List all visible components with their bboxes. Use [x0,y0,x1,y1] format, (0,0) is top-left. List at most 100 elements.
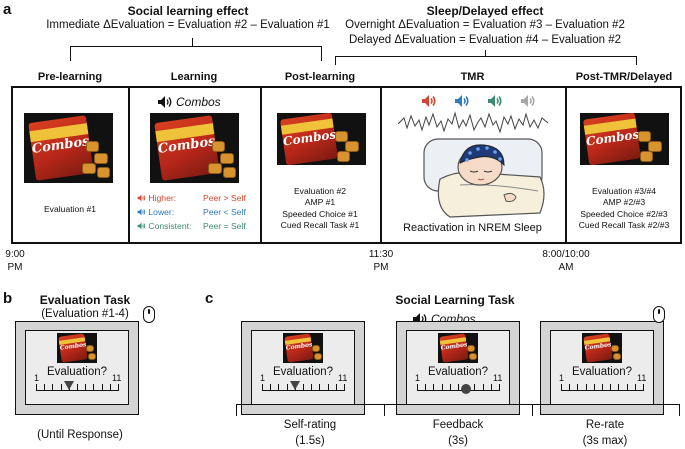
scale-min-b: 1 [34,373,40,383]
scale-tick [634,384,636,391]
social-effect-formula: Immediate ΔEvaluation = Evaluation #2 – … [46,19,330,31]
scale-tick [561,384,562,391]
scale-tick [425,384,427,391]
sleep-bracket-stem [485,50,486,56]
scale-tick [593,384,595,391]
panel-b-letter: b [3,290,13,307]
speaker-icon-blue [455,95,469,107]
rating-scale-b[interactable] [36,381,119,391]
rating-scale-feedback [417,382,500,394]
social-learning-task-title: Social Learning Task [395,293,515,307]
scale-tick [569,384,571,391]
scale-tick [44,384,46,391]
combos-image-self-rating: Combos [283,333,323,363]
scale-max-b: 11 [112,373,122,383]
combos-image-feedback: Combos [438,333,478,363]
step-re-rate: Re-rate(3s max) [582,419,628,447]
scale-tick [458,384,459,391]
legend-higher: Higher: [137,193,176,203]
speaker-icon-gray [521,95,535,107]
post-tmr-text: Evaluation #3/#4 AMP #2/#3 Speeded Choic… [578,186,670,231]
legend-consistent: Consistent: [137,221,191,231]
sleep-effect-formula-delayed: Delayed ΔEvaluation = Evaluation #4 – Ev… [348,34,622,46]
scale-tick [77,384,78,391]
panel-a-letter: a [3,1,12,18]
scale-tick [441,384,443,391]
peer-rating-dot [461,384,472,394]
scale-tick [319,384,321,391]
scale-tick [36,384,37,391]
legend-higher-rule: Peer > Self [203,193,246,203]
scale-tick [499,384,500,391]
speaker-icon-lower [137,208,146,216]
phase-post-tmr: Post-TMR/Delayed [575,71,673,83]
scale-tick [490,384,492,391]
scale-tick [109,384,111,391]
rating-scale-re-rate[interactable] [561,382,644,391]
scale-max-re-rate: 11 [637,373,647,383]
scale-tick [303,384,304,391]
sleeping-person-illustration [423,138,545,218]
combos-image-post-tmr: Combos [580,113,669,165]
timeline-tick-0 [236,404,237,416]
scale-min-self-rating: 1 [260,373,266,383]
phase-pre-learning: Pre-learning [37,71,103,83]
scale-max-feedback: 11 [493,373,503,383]
scale-tick [618,384,620,391]
evaluation-prompt-feedback: Evaluation? [427,366,489,378]
sleep-effect-formula-overnight: Overnight ΔEvaluation = Evaluation #3 – … [345,19,625,31]
social-bracket-stem [192,38,193,46]
timeline-tick-3 [679,404,680,416]
scale-tick [52,384,54,391]
scale-tick [327,384,329,391]
scale-tick [262,384,263,391]
eeg-waveform [398,111,548,134]
rating-marker [289,381,300,390]
legend-lower-rule: Peer < Self [203,207,246,217]
speaker-icon-green [488,95,502,107]
combos-image-re-rate: Combos [582,333,622,363]
scale-tick [118,384,119,391]
combos-image-pre: Combos [24,113,113,183]
phase-learning: Learning [170,71,218,83]
legend-lower: Lower: [137,207,174,217]
sleep-effect-title: Sleep/Delayed effect [426,4,544,18]
legend-consistent-rule: Peer = Self [203,221,246,231]
combos-image-post: Combos [277,113,366,165]
scale-tick [585,384,587,391]
scale-tick [101,384,103,391]
post-learning-text: Evaluation #2 AMP #1 Speeded Choice #1 C… [280,186,360,231]
scale-tick [270,384,272,391]
scale-tick [643,384,644,391]
until-response-label: (Until Response) [37,429,123,441]
scale-tick [610,384,612,391]
speaker-icon-red [422,95,436,107]
evaluation-prompt-re-rate: Evaluation? [571,366,633,378]
scale-tick [85,384,87,391]
scale-tick [311,384,313,391]
scale-tick [626,384,628,391]
sleep-bracket [335,56,637,65]
learning-audio-label: Combos [176,95,221,109]
scale-tick [286,384,288,391]
evaluation-prompt-self-rating: Evaluation? [272,366,334,378]
panel-c-letter: c [205,290,214,307]
scale-min-feedback: 1 [415,373,421,383]
scale-min-re-rate: 1 [559,373,565,383]
evaluation-task-title: Evaluation Task [39,293,131,307]
tmr-caption: Reactivation in NREM Sleep [403,222,542,234]
timeline-tick-1 [384,404,385,416]
scale-tick [344,384,345,391]
scale-tick [449,384,451,391]
combos-image-eval: Combos [57,333,97,363]
social-bracket [70,46,322,61]
scale-max-self-rating: 11 [338,373,348,383]
scale-tick [474,384,476,391]
social-effect-title: Social learning effect [127,4,249,18]
rating-scale-self-rating[interactable] [262,381,345,391]
mouse-icon-c [653,306,665,323]
scale-tick [577,384,579,391]
